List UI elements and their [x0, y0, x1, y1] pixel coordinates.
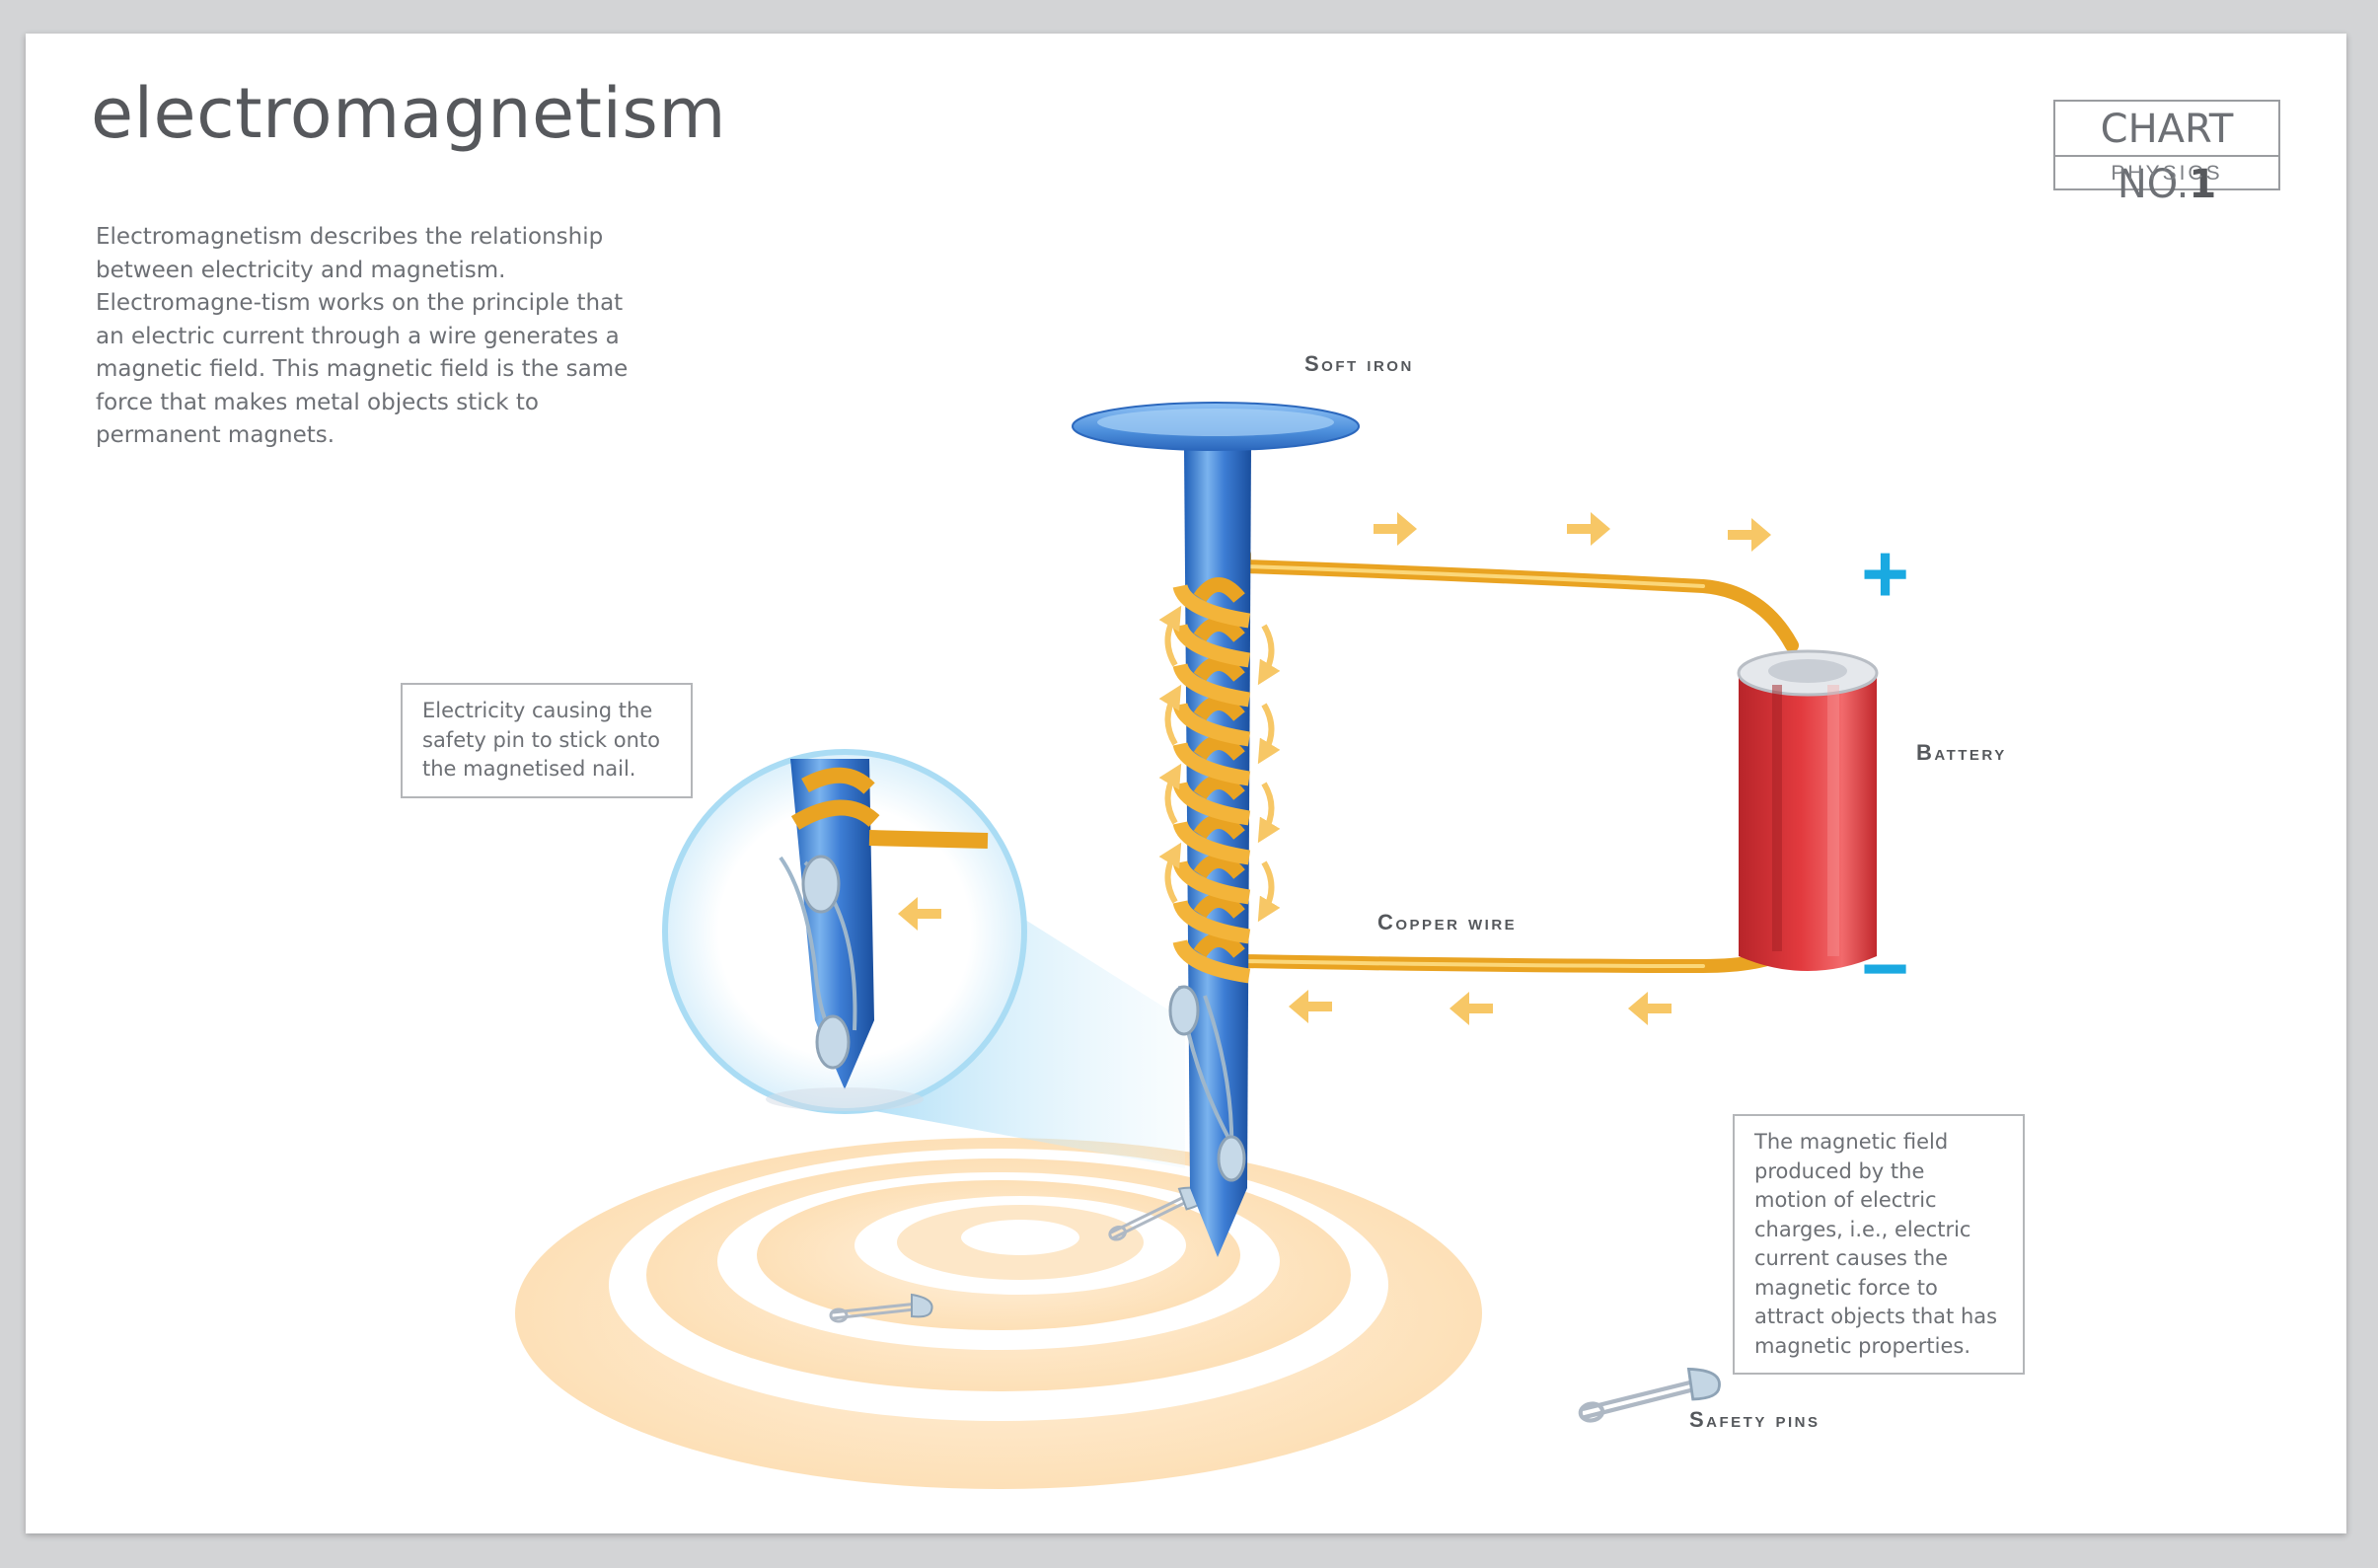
zoom-note: Electricity causing the safety pin to st… — [401, 683, 693, 798]
label-battery: Battery — [1916, 740, 2007, 765]
copper-wire — [1237, 548, 1799, 974]
electromagnet-illustration — [515, 402, 1879, 1489]
current-arrow-icon — [1628, 992, 1672, 1025]
label-copper-wire: Copper wire — [1377, 910, 1518, 934]
chart-number-value: 1 — [2189, 162, 2217, 207]
page-title: electromagnetism — [91, 73, 727, 154]
minus-terminal: − — [1861, 922, 1910, 1014]
chart-subject: PHYSICS — [2111, 162, 2223, 185]
field-arrows — [1158, 605, 1281, 923]
battery-icon — [1737, 649, 1879, 971]
magnifier-circle-icon — [662, 749, 1027, 1114]
current-arrow-icon — [1567, 512, 1610, 546]
chart-number-badge: CHART NO.1 PHYSICS — [2053, 100, 2280, 207]
label-soft-iron: Soft iron — [1304, 351, 1414, 376]
safety-pin-icon — [1168, 985, 1246, 1182]
chart-number: CHART NO.1 — [2055, 102, 2278, 207]
chart-number-prefix: CHART NO. — [2100, 107, 2234, 207]
label-safety-pins: Safety pins — [1689, 1407, 1821, 1432]
coil-icon — [1172, 577, 1251, 984]
field-note: The magnetic field produced by the motio… — [1733, 1114, 2025, 1375]
current-arrow-icon — [1728, 518, 1771, 552]
intro-paragraph: Electromagnetism describes the relations… — [96, 224, 629, 448]
current-arrow-icon — [1449, 992, 1493, 1025]
chart-sheet: electromagnetism Electromagnetism descri… — [26, 34, 2346, 1533]
current-arrow-icon — [1374, 512, 1417, 546]
current-arrow-icon — [1289, 990, 1332, 1023]
plus-terminal: + — [1861, 527, 1910, 620]
field-rings — [515, 1138, 1482, 1489]
